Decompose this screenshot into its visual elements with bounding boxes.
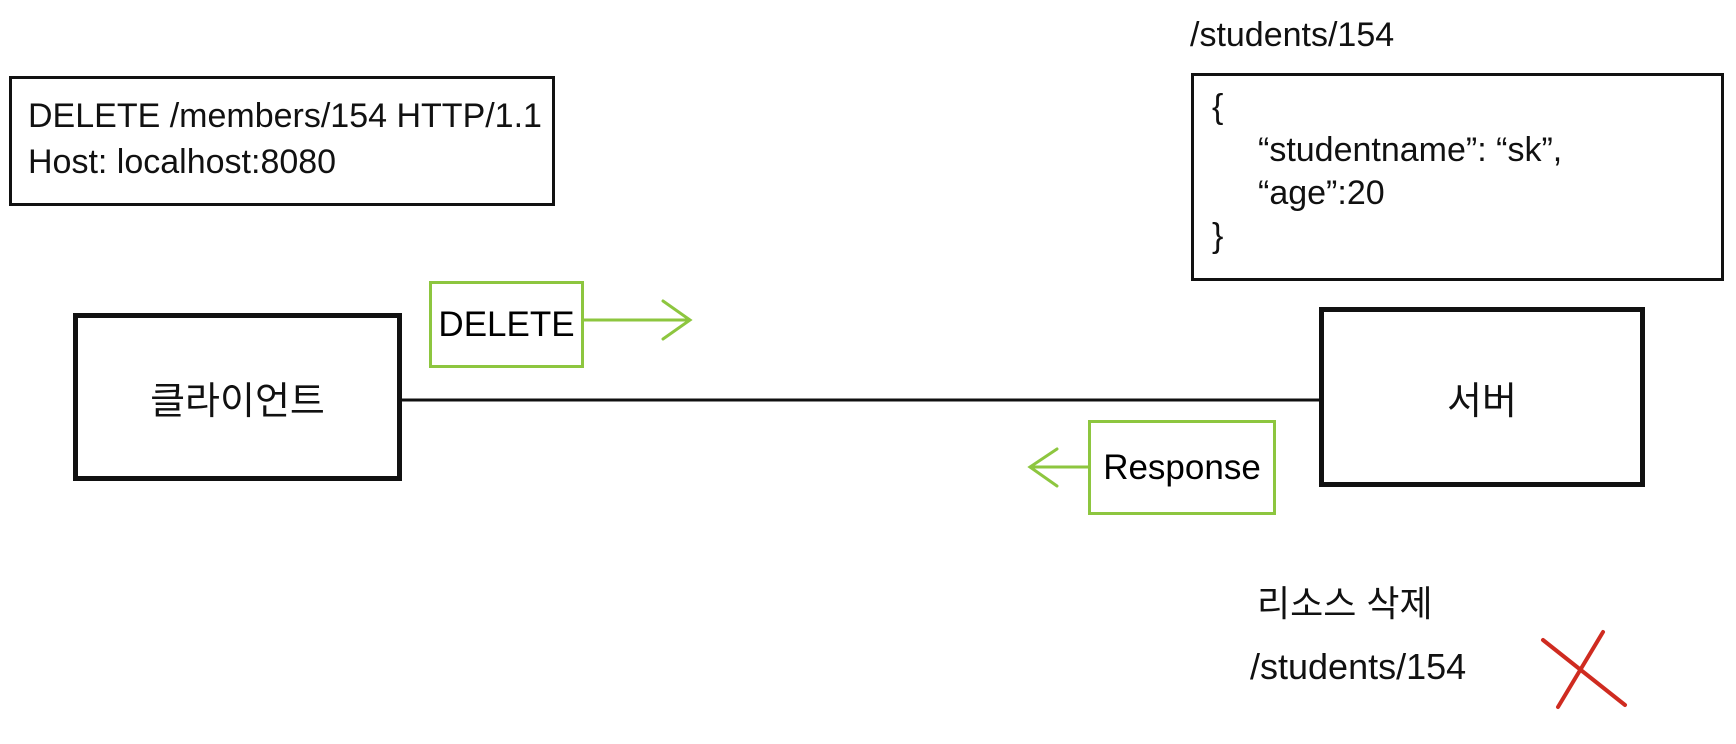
response-arrow-icon [1027,447,1090,488]
http-host-line: Host: localhost:8080 [28,143,337,181]
response-message-label: Response [1103,447,1261,487]
resource-json-box: { “studentname”: “sk”, “age”:20 } [1191,73,1724,281]
json-studentname-line: “studentname”: “sk”, [1258,131,1563,169]
http-request-line: DELETE /members/154 HTTP/1.1 [28,97,542,135]
server-label: 서버 [1447,380,1517,423]
delete-arrow-icon [582,299,693,341]
server-box: 서버 [1319,307,1645,487]
json-open-brace: { [1212,88,1224,126]
resource-path-label: /students/154 [1190,16,1395,54]
response-message-box: Response [1088,420,1276,515]
delete-message-box: DELETE [429,281,584,368]
http-request-box: DELETE /members/154 HTTP/1.1 Host: local… [9,76,555,206]
json-close-brace: } [1212,217,1224,255]
client-label: 클라이언트 [150,380,325,423]
delete-x-icon [1541,630,1627,709]
json-age-line: “age”:20 [1258,174,1385,212]
client-box: 클라이언트 [73,313,402,481]
deleted-resource-path: /students/154 [1250,646,1467,687]
resource-deleted-note: 리소스 삭제 [1257,583,1433,624]
delete-message-label: DELETE [438,304,575,344]
